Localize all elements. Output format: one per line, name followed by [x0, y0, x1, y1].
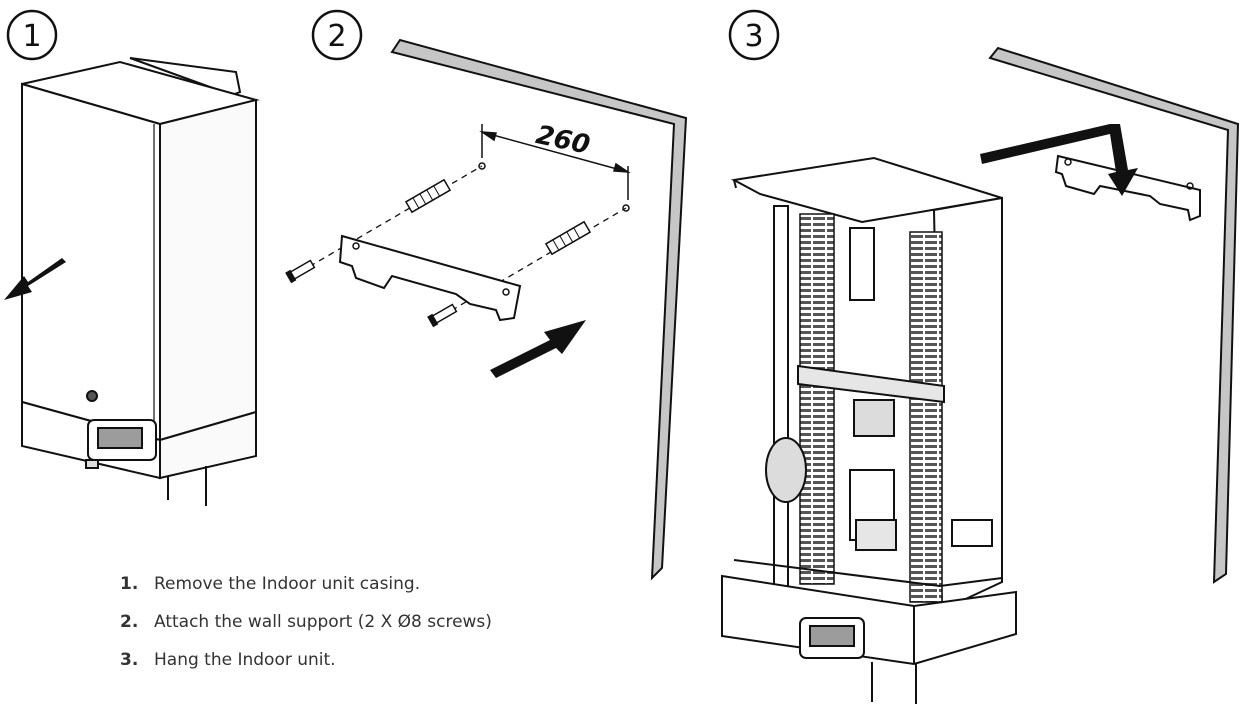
step-badge-3: 3 — [728, 9, 780, 61]
step-number: 3. — [120, 650, 139, 670]
svg-text:1: 1 — [22, 19, 41, 54]
wall-plug-right — [544, 220, 592, 256]
dimension-line-260 — [479, 124, 631, 200]
step-item-2: 2. Attach the wall support (2 X Ø8 screw… — [120, 610, 492, 648]
instruction-steps: 1. Remove the Indoor unit casing. 2. Att… — [120, 572, 492, 686]
remove-arrow-icon — [4, 258, 70, 300]
svg-text:2: 2 — [327, 19, 346, 54]
wall-section-3 — [988, 46, 1240, 584]
step-number: 1. — [120, 574, 139, 594]
mounted-bracket — [1054, 154, 1201, 222]
screw-left — [285, 259, 316, 284]
wall-plug-left — [404, 178, 452, 214]
svg-text:3: 3 — [744, 19, 763, 54]
wall-bracket — [338, 234, 522, 322]
hang-arrow-icon — [980, 124, 1138, 196]
step-badge-2: 2 — [311, 9, 363, 61]
step-badge-1: 1 — [6, 9, 58, 61]
screw-right — [427, 303, 458, 328]
step-item-1: 1. Remove the Indoor unit casing. — [120, 572, 492, 610]
wall-section-2 — [390, 38, 688, 581]
wall-hole-right — [622, 204, 630, 212]
indoor-unit-closed — [21, 57, 260, 506]
dimension-label: 260 — [533, 120, 592, 161]
step-item-3: 3. Hang the Indoor unit. — [120, 648, 492, 686]
push-arrow-icon — [490, 320, 586, 378]
step-text: Hang the Indoor unit. — [154, 650, 336, 670]
indoor-unit-open — [721, 156, 1017, 704]
wall-hole-left — [478, 162, 486, 170]
step-text: Remove the Indoor unit casing. — [154, 574, 421, 594]
step-text: Attach the wall support (2 X Ø8 screws) — [154, 612, 492, 632]
step-number: 2. — [120, 612, 139, 632]
